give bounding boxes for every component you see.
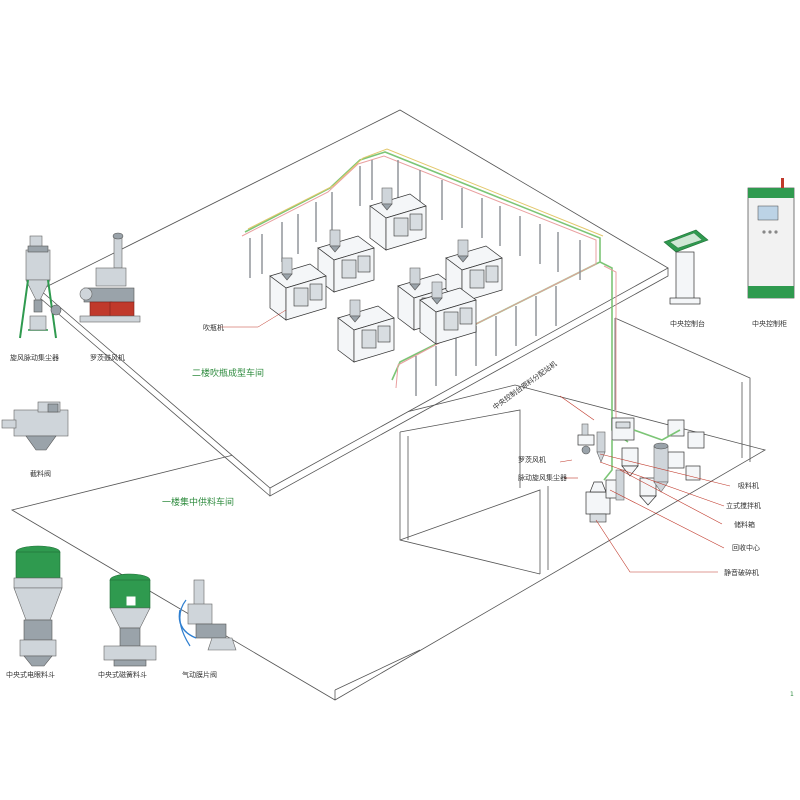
label-discharge-valve: 截料阀 xyxy=(30,469,51,478)
blow-molding-machine-unit xyxy=(337,299,395,363)
discharge-valve-illustration xyxy=(1,401,69,451)
label-pulse-cyclone-collector: 脉动旋风集尘器 xyxy=(518,473,567,482)
label-central-magnetic-spring-hopper: 中央式磁簧料斗 xyxy=(98,670,147,679)
pipe-rack xyxy=(241,148,629,443)
label-roots-blower: 罗茨鼓风机 xyxy=(90,353,125,362)
silent-crusher-unit xyxy=(585,481,611,523)
leader-lines xyxy=(220,309,731,573)
blow-molding-machine-unit xyxy=(317,229,375,293)
central-feeding-equipment xyxy=(577,417,705,523)
blow-molding-machine-unit xyxy=(419,281,477,345)
roots-blower-illustration xyxy=(79,232,141,323)
label-silent-crusher: 静音破碎机 xyxy=(724,568,759,577)
cyclone-pulse-dust-collector-illustration xyxy=(19,235,62,339)
label-central-electric-eye-hopper: 中央式电眼料斗 xyxy=(6,670,55,679)
label-central-control-cabinet: 中央控制柜 xyxy=(752,319,787,328)
central-control-cabinet-illustration xyxy=(747,178,795,299)
vertical-mixer-unit xyxy=(653,442,669,493)
label-pneumatic-diaphragm-valve: 气动膜片阀 xyxy=(182,670,217,679)
central-magnetic-spring-hopper-illustration xyxy=(103,573,157,667)
label-suction-machine: 吸料机 xyxy=(738,481,759,490)
blow-molding-machines xyxy=(269,187,503,363)
label-roots-blower-inner: 罗茨风机 xyxy=(518,455,546,464)
label-recycling-center: 回收中心 xyxy=(732,543,760,552)
blow-molding-machine-unit xyxy=(369,187,427,251)
pneumatic-diaphragm-valve-illustration xyxy=(178,579,237,651)
raw-material-station-unit xyxy=(611,417,635,441)
first-floor-room-walls xyxy=(334,317,751,691)
label-vertical-mixer: 立式搅拌机 xyxy=(726,501,761,510)
blow-molding-machine-unit xyxy=(269,257,327,321)
label-storage-bin: 储料箱 xyxy=(734,520,755,529)
page-number: 1 xyxy=(790,691,794,698)
central-control-console-illustration xyxy=(663,229,709,305)
central-electric-eye-hopper-illustration xyxy=(13,545,63,667)
roots-blower-inner-unit xyxy=(577,423,595,455)
label-blow-molding-machine: 吹瓶机 xyxy=(203,323,224,332)
label-central-control-console: 中央控制台 xyxy=(670,319,705,328)
label-second-floor-workshop: 二楼吹瓶成型车间 xyxy=(192,367,264,379)
pulse-cyclone-collector-unit xyxy=(596,431,606,463)
label-cyclone-pulse-dust-collector: 旋风脉动集尘器 xyxy=(10,353,59,362)
label-first-floor-workshop: 一楼集中供料车间 xyxy=(162,496,234,508)
